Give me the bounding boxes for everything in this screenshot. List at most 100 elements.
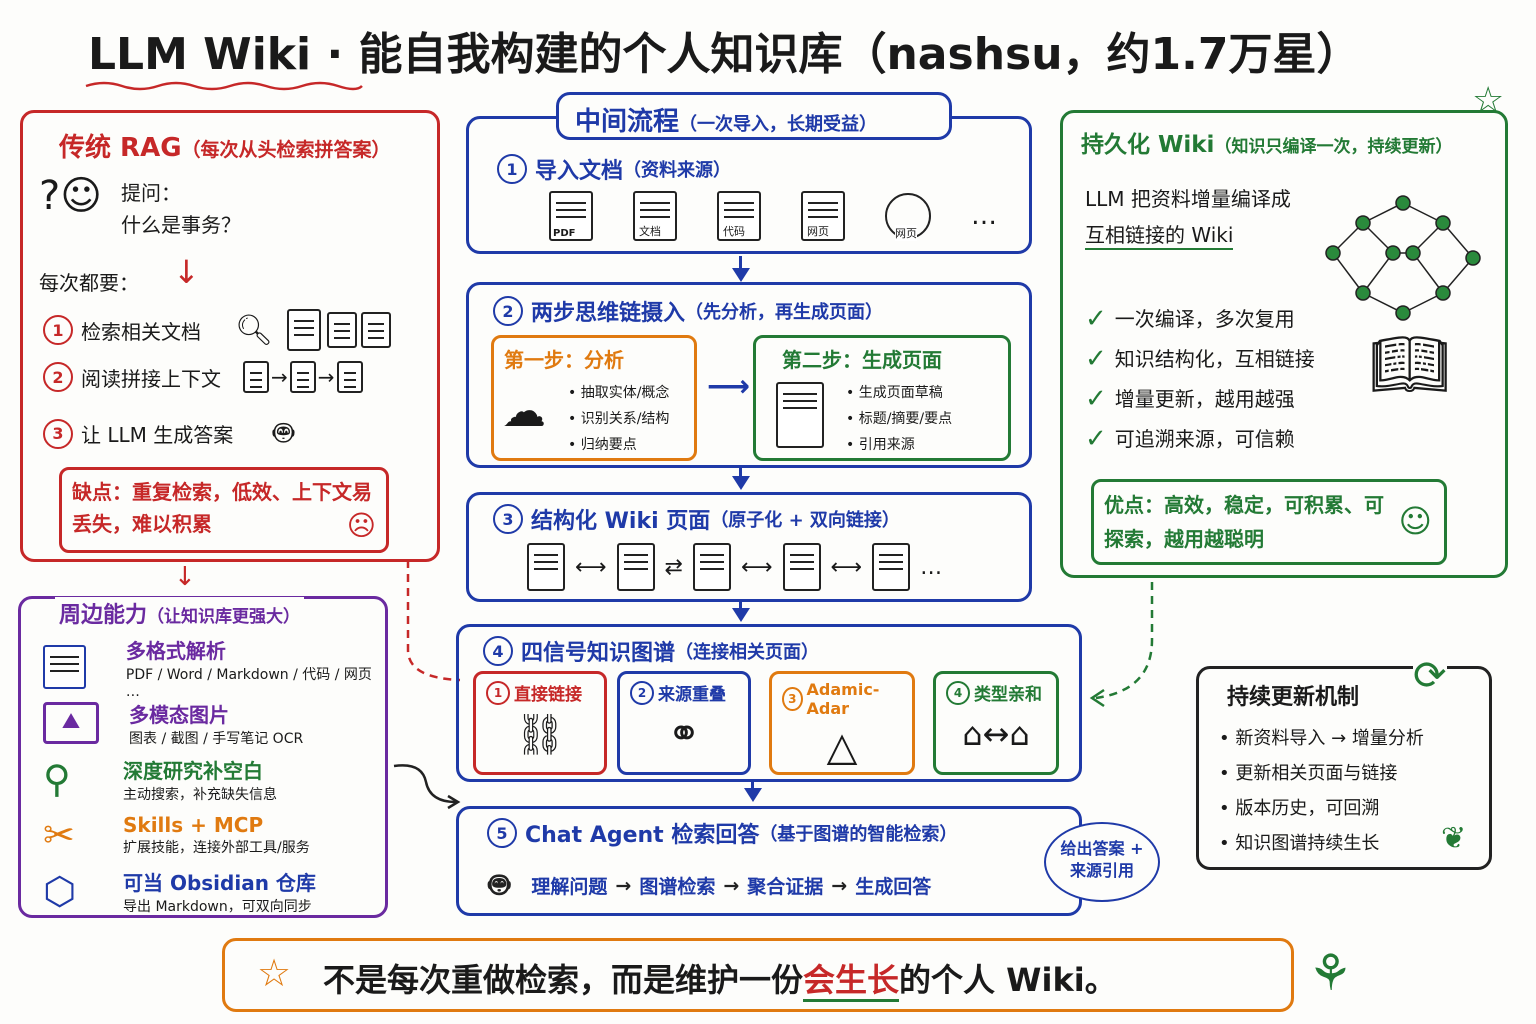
periph-header: 周边能力（让知识库更强大） xyxy=(55,597,305,629)
webpage-icon-label: 网页 xyxy=(807,223,829,239)
rag-step-label: 阅读拼接上下文 xyxy=(81,366,221,391)
more-icon: … xyxy=(920,554,943,580)
answer-bubble-text: 给出答案 + 来源引用 xyxy=(1060,839,1144,880)
doc-icon-label: 文档 xyxy=(639,223,661,239)
middle-header-sub: （一次导入，长期受益） xyxy=(679,114,878,135)
update-panel: 持续更新机制 ⟳ 新资料导入 → 增量分析 更新相关页面与链接 版本历史，可回溯… xyxy=(1196,653,1492,870)
down-arrow-icon: ↓ xyxy=(173,253,200,291)
step4-sub: （连接相关页面） xyxy=(675,642,820,663)
step2-box: 2 两步思维链摄入（先分析，再生成页面） 第一步：分析 ☁ 抽取实体/概念 识别… xyxy=(466,282,1032,468)
wiki-check-item: ✓增量更新，越用越强 xyxy=(1085,379,1315,419)
refresh-icon: ⟳ xyxy=(1413,653,1447,699)
step1-header: 1 导入文档（资料来源） xyxy=(497,153,731,185)
rag-step-1: 1 检索相关文档 🔍︎ xyxy=(43,309,392,351)
check-icon: ✓ xyxy=(1085,424,1107,454)
wiki-check-item: ✓知识结构化，互相链接 xyxy=(1085,339,1315,379)
step5-box: 5 Chat Agent 检索回答（基于图谱的智能检索） 🤖︎ 理解问题→ 图谱… xyxy=(456,806,1082,916)
brain-icon: ☁ xyxy=(502,386,546,437)
robot-icon: 🤖︎ xyxy=(273,413,294,453)
step-number-2: 2 xyxy=(43,362,73,392)
flow-arrow-2 xyxy=(732,466,750,490)
wiki-pros-box: 优点：高效，稳定，可积累、可探索，越用越聪明 ☺ xyxy=(1091,479,1447,565)
chain-link-icon: ⛓ xyxy=(514,712,566,758)
middle-header: 中间流程（一次导入，长期受益） xyxy=(575,101,877,138)
periph-header-sub: （让知识库更强大） xyxy=(147,607,301,627)
step2-sub: （先分析，再生成页面） xyxy=(685,302,884,323)
analysis-to-generate-arrow-icon: ⟶ xyxy=(707,369,751,404)
middle-header-box: 中间流程（一次导入，长期受益） xyxy=(556,92,952,140)
wiki-to-graph-dashed-arrow xyxy=(1089,582,1154,708)
document-icon xyxy=(243,361,269,393)
step-number-1: 1 xyxy=(43,315,73,345)
multi-document-icon xyxy=(43,645,86,689)
chat-flow-step: 图谱检索 xyxy=(639,876,716,898)
periph-item: ✂ Skills + MCP 扩展技能，连接外部工具/服务 xyxy=(43,807,383,863)
wiki-panel: 持久化 Wiki（知识只编译一次，持续更新） LLM 把资料增量编译成 互相链接… xyxy=(1060,110,1508,578)
chat-flow-step: 聚合证据 xyxy=(747,876,824,898)
right-arrow-icon: → xyxy=(831,874,848,897)
update-item: 更新相关页面与链接 xyxy=(1219,756,1424,791)
step4-header: 4 四信号知识图谱（连接相关页面） xyxy=(483,635,819,667)
rag-cons-box: 缺点：重复检索，低效、上下文易丢失，难以积累 ☹ xyxy=(59,467,389,553)
periph-item-title: 可当 Obsidian 仓库 xyxy=(123,870,316,895)
tags-icon: ⌂↔⌂ xyxy=(962,715,1030,753)
rag-header-title: 传统 RAG xyxy=(59,133,182,163)
step3-sub: （原子化 + 双向链接） xyxy=(710,510,900,531)
signal-label: 类型亲和 xyxy=(974,685,1042,705)
pdf-icon: PDF xyxy=(549,191,593,241)
rag-step-label: 检索相关文档 xyxy=(81,319,201,344)
periph-item-title: 深度研究补空白 xyxy=(123,758,263,783)
wiki-check-label: 知识结构化，互相链接 xyxy=(1114,347,1315,371)
step5-title: Chat Agent 检索回答 xyxy=(525,823,760,848)
code-file-icon: 代码 xyxy=(717,191,761,241)
tools-icon: ✂ xyxy=(43,813,75,857)
wiki-page-icon xyxy=(872,543,911,591)
step3-header: 3 结构化 Wiki 页面（原子化 + 双向链接） xyxy=(493,503,900,535)
wiki-header: 持久化 Wiki（知识只编译一次，持续更新） xyxy=(1081,125,1452,159)
bidirectional-link-icon: ⇄ xyxy=(664,554,683,580)
signal-number-4: 4 xyxy=(946,680,970,705)
rag-step-label: 让 LLM 生成答案 xyxy=(81,423,234,447)
generate-list: 生成页面草稿 标题/摘要/要点 引用来源 xyxy=(846,380,952,458)
wiki-page-icon xyxy=(616,543,655,591)
analysis-item: 抽取实体/概念 xyxy=(568,380,670,406)
periph-item-desc: 导出 Markdown，可双向同步 xyxy=(123,898,312,915)
periph-item: 多格式解析 PDF / Word / Markdown / 代码 / 网页 … xyxy=(43,639,383,700)
update-header: 持续更新机制 xyxy=(1227,685,1360,710)
analysis-item: 归纳要点 xyxy=(568,432,669,458)
signal-label: 来源重叠 xyxy=(658,685,726,705)
rag-cons-text: 缺点：重复检索，低效、上下文易丢失，难以积累 xyxy=(72,480,372,536)
wiki-check-label: 可追溯来源，可信赖 xyxy=(1114,427,1295,451)
smile-face-icon: ☺ xyxy=(1398,502,1432,540)
step-number-5: 5 xyxy=(487,818,517,848)
signal-number-1: 1 xyxy=(486,680,510,705)
robot-icon: 🤖︎ xyxy=(489,865,510,905)
footer-star-icon: ☆ xyxy=(257,951,292,995)
triangle-network-icon: △ xyxy=(826,724,858,770)
periph-list: 多格式解析 PDF / Word / Markdown / 代码 / 网页 … … xyxy=(43,639,383,919)
generate-item: 生成页面草稿 xyxy=(846,380,952,406)
cube-icon: ⬡ xyxy=(43,869,77,913)
periph-item-desc: 图表 / 截图 / 手写笔记 OCR xyxy=(129,730,304,747)
footer-text-pre: 不是每次重做检索，而是维护一份 xyxy=(323,961,804,999)
periph-item: ⬡ 可当 Obsidian 仓库 导出 Markdown，可双向同步 xyxy=(43,863,383,919)
webpage-icon: 网页 xyxy=(801,191,845,241)
step-number-3: 3 xyxy=(493,504,523,534)
sad-face-icon: ☹ xyxy=(346,509,376,542)
wiki-desc-1: LLM 把资料增量编译成 xyxy=(1085,187,1291,211)
pdf-icon-label: PDF xyxy=(553,228,576,239)
step-number-4: 4 xyxy=(483,636,513,666)
wiki-pros-text: 优点：高效，稳定，可积累、可探索，越用越聪明 xyxy=(1104,493,1384,551)
ask-question: 什么是事务？ xyxy=(121,213,241,237)
periph-item: ⛰ 多模态图片 图表 / 截图 / 手写笔记 OCR xyxy=(43,695,383,751)
magnifier-icon: ⚲ xyxy=(43,757,71,801)
wiki-page-icon xyxy=(692,543,731,591)
page-title-text: LLM Wiki · 能自我构建的个人知识库（nashsu，约1.7万星） xyxy=(88,29,1361,80)
right-arrow-icon: → xyxy=(271,365,288,389)
draft-page-icon xyxy=(776,382,824,448)
documents-stack-icon xyxy=(327,312,358,348)
